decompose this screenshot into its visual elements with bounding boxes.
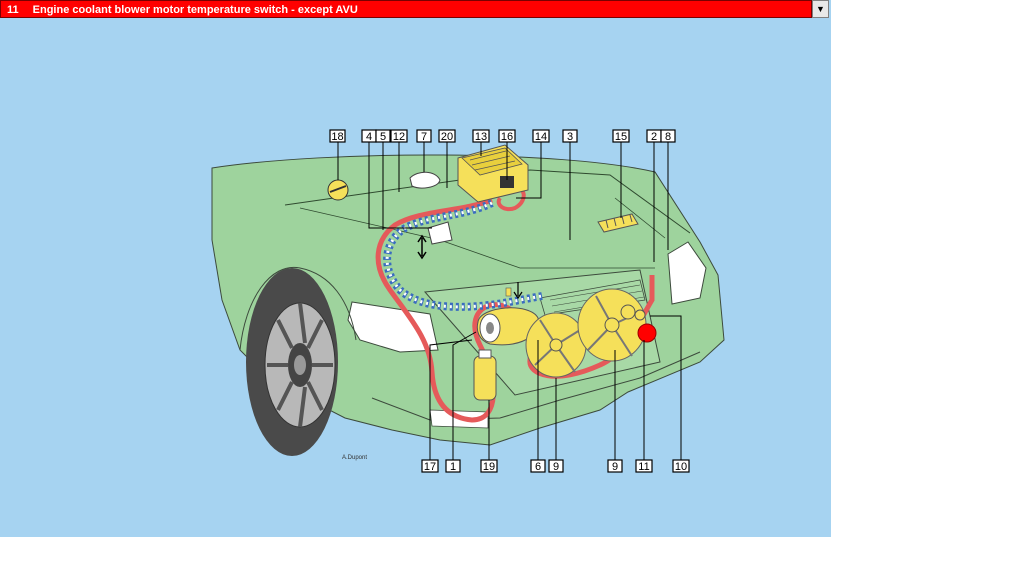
svg-text:7: 7 xyxy=(421,131,427,143)
svg-text:12: 12 xyxy=(393,131,405,143)
pressure-switch xyxy=(427,221,453,245)
callout-20[interactable]: 20 xyxy=(438,129,456,143)
blower-fan-right xyxy=(577,288,647,362)
svg-text:6: 6 xyxy=(535,461,541,473)
callout-4[interactable]: 4 xyxy=(361,129,377,143)
svg-text:20: 20 xyxy=(441,131,453,143)
callout-2[interactable]: 2 xyxy=(646,129,662,143)
expansion-valve xyxy=(409,171,441,189)
callout-18[interactable]: 18 xyxy=(329,129,346,143)
headlight-left xyxy=(347,301,439,353)
callout-16[interactable]: 16 xyxy=(498,129,516,143)
blower-fan-left xyxy=(525,312,587,378)
callout-1[interactable]: 1 xyxy=(445,459,461,473)
svg-text:9: 9 xyxy=(553,461,559,473)
callout-10[interactable]: 10 xyxy=(672,459,690,473)
callout-9-left[interactable]: 9 xyxy=(548,459,564,473)
section-title: Engine coolant blower motor temperature … xyxy=(32,4,358,16)
svg-text:15: 15 xyxy=(615,131,627,143)
callout-13[interactable]: 13 xyxy=(472,129,490,143)
callout-17[interactable]: 17 xyxy=(421,459,439,473)
signature: A.Dupont xyxy=(342,455,367,461)
callout-6[interactable]: 6 xyxy=(530,459,546,473)
arrow-icon xyxy=(513,282,523,300)
svg-text:11: 11 xyxy=(638,461,649,473)
front-wheel xyxy=(246,268,338,456)
temperature-switch xyxy=(637,323,657,343)
svg-text:10: 10 xyxy=(675,461,687,473)
svg-text:4: 4 xyxy=(366,131,372,143)
svg-text:9: 9 xyxy=(612,461,618,473)
callout-12[interactable]: 12 xyxy=(390,129,408,143)
callout-19[interactable]: 19 xyxy=(480,459,498,473)
svg-text:16: 16 xyxy=(501,131,513,143)
dropdown-button[interactable]: ▼ xyxy=(812,0,829,18)
chevron-down-icon: ▼ xyxy=(816,4,825,14)
svg-text:8: 8 xyxy=(665,131,671,143)
svg-text:13: 13 xyxy=(475,131,487,143)
svg-text:2: 2 xyxy=(651,131,657,143)
svg-text:14: 14 xyxy=(535,131,547,143)
callout-11[interactable]: 11 xyxy=(635,459,653,473)
callout-7[interactable]: 7 xyxy=(416,129,432,143)
headlight-right xyxy=(667,241,707,305)
section-number: 11 xyxy=(7,4,19,16)
svg-text:18: 18 xyxy=(331,131,343,143)
leader-lines xyxy=(337,142,682,460)
svg-text:3: 3 xyxy=(567,131,573,143)
svg-text:5: 5 xyxy=(380,131,386,143)
hood-edge xyxy=(299,207,655,269)
svg-text:19: 19 xyxy=(483,461,495,473)
callout-14[interactable]: 14 xyxy=(532,129,550,143)
receiver-drier xyxy=(473,349,497,401)
section-select[interactable]: 11 Engine coolant blower motor temperatu… xyxy=(0,0,812,18)
callout-9-right[interactable]: 9 xyxy=(607,459,623,473)
callout-5[interactable]: 5 xyxy=(375,129,391,143)
svg-text:17: 17 xyxy=(424,461,436,473)
callout-3[interactable]: 3 xyxy=(562,129,578,143)
svg-text:1: 1 xyxy=(450,461,456,473)
title-bar: 11 Engine coolant blower motor temperatu… xyxy=(0,0,829,18)
flow-arrows xyxy=(417,234,427,260)
callout-15[interactable]: 15 xyxy=(612,129,630,143)
compressor xyxy=(476,307,539,346)
callout-8[interactable]: 8 xyxy=(660,129,676,143)
